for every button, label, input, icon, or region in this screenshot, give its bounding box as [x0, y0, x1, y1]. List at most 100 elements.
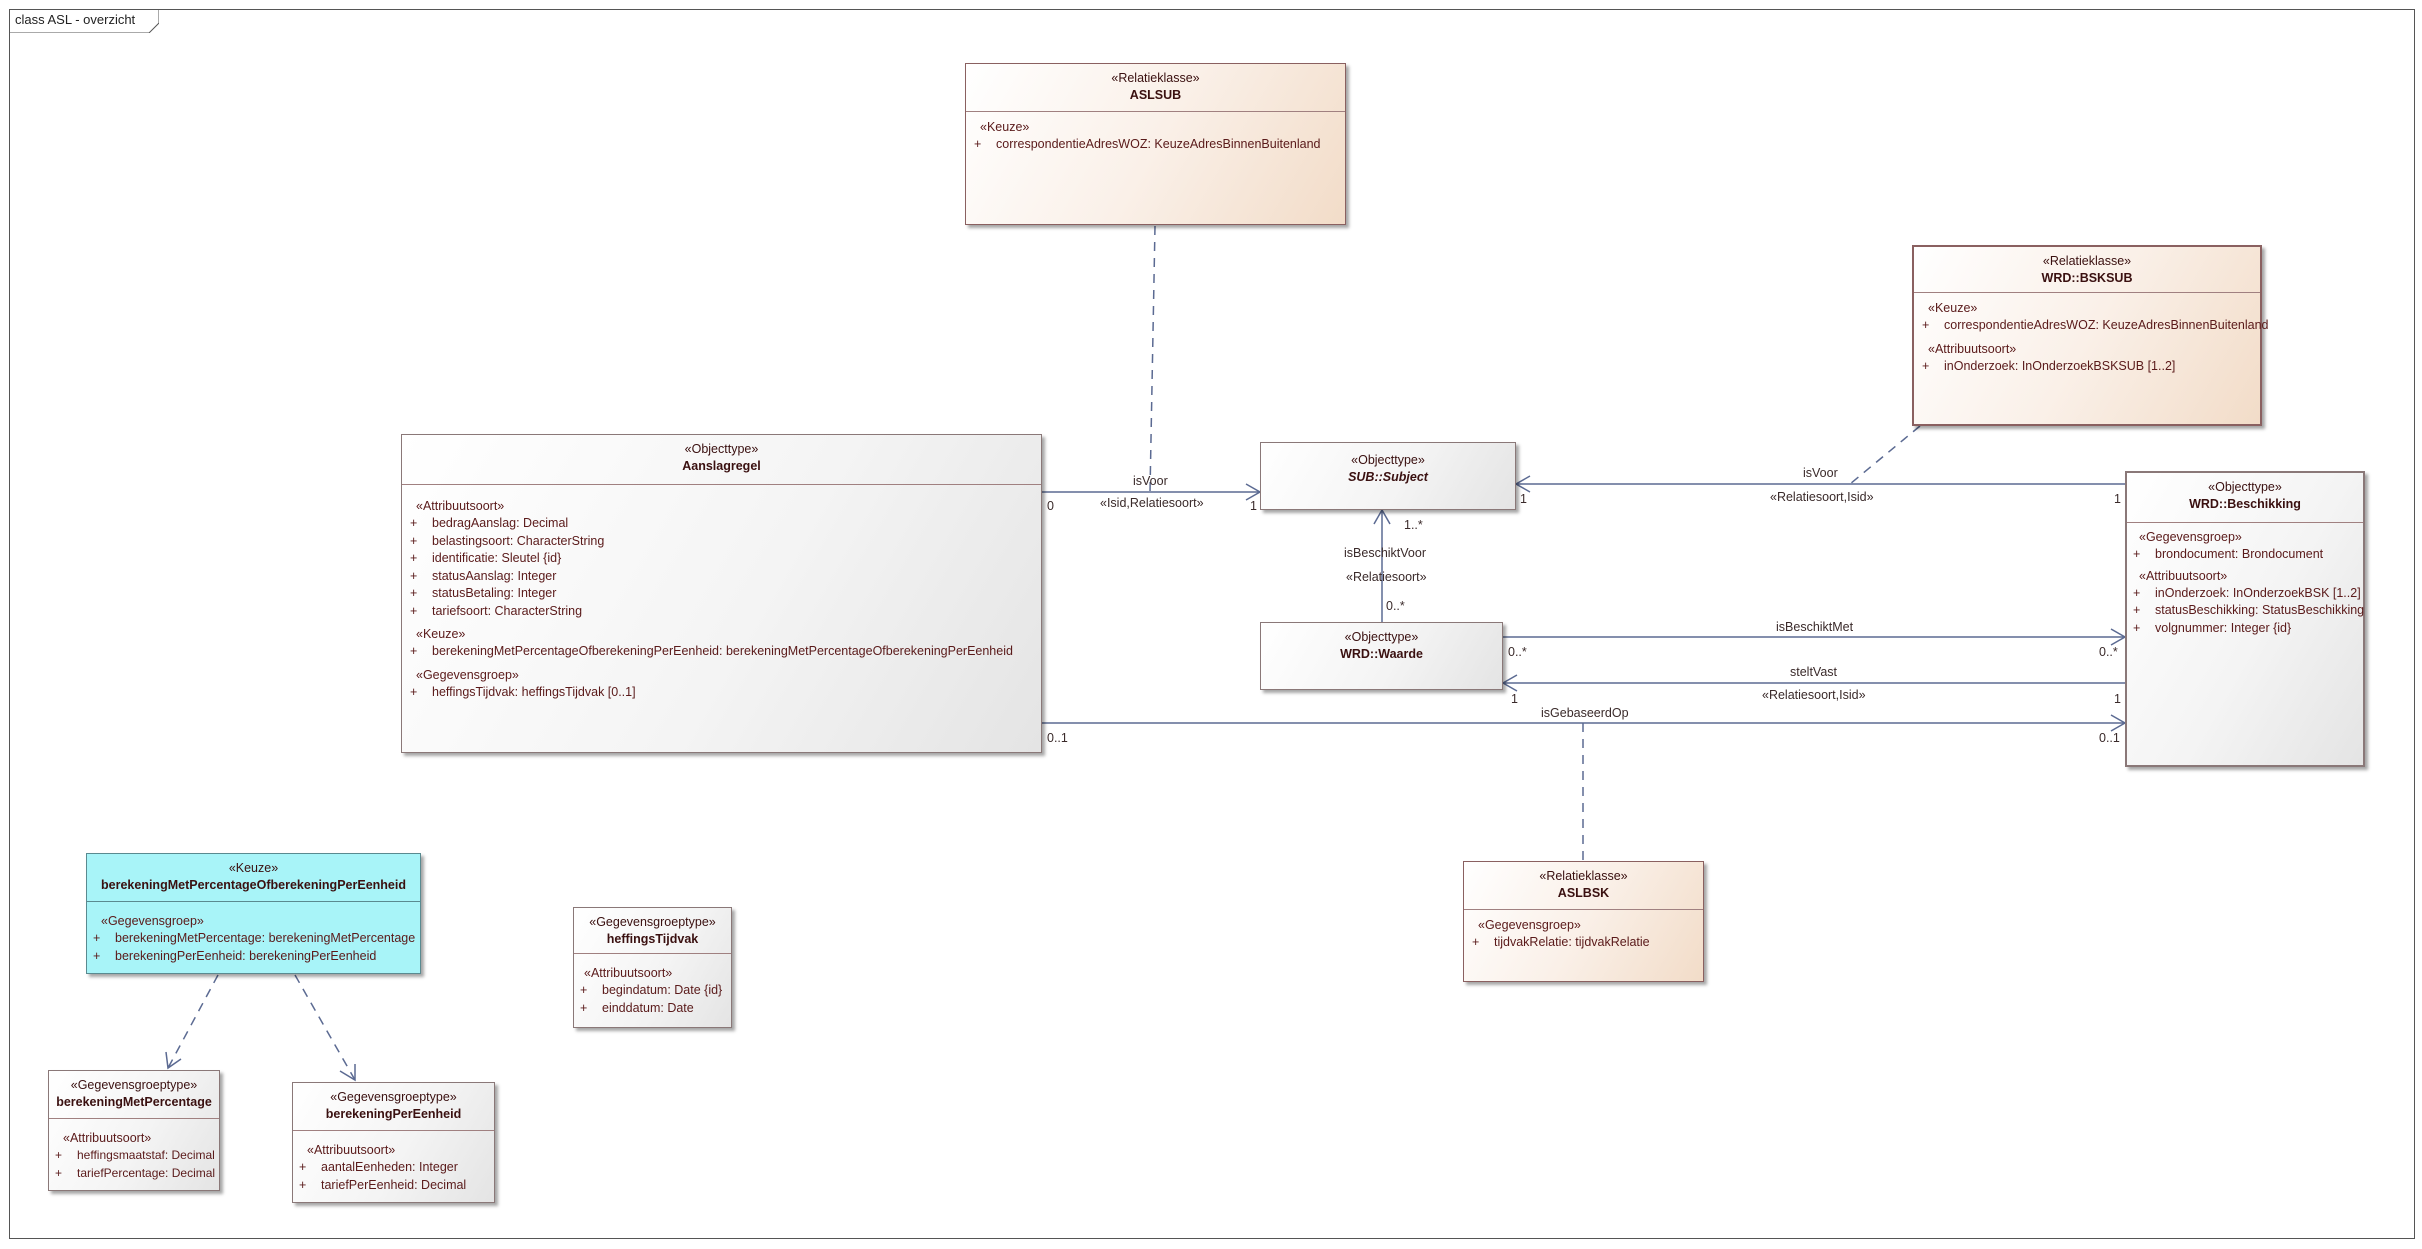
- isvoor-2-target-multiplicity: 1: [1520, 492, 1527, 506]
- class-aanslagregel[interactable]: «Objecttype» Aanslagregel «Attribuutsoor…: [401, 434, 1042, 753]
- class-stereotype: «Objecttype»: [1344, 630, 1419, 644]
- attribute-section: «Attribuutsoort» +inOnderzoek: InOnderzo…: [1914, 341, 2260, 376]
- isbeschiktmet-target-multiplicity: 0..*: [2099, 645, 2118, 659]
- section-stereotype: «Gegevensgroep»: [2139, 530, 2242, 544]
- isvoor-1-stereotype: «Isid,Relatiesoort»: [1100, 496, 1204, 510]
- attribute: +tijdvakRelatie: tijdvakRelatie: [1472, 935, 1650, 949]
- steltvast-label: steltVast: [1790, 665, 1838, 679]
- section-stereotype: «Gegevensgroep»: [1478, 918, 1581, 932]
- class-name: Aanslagregel: [682, 459, 761, 473]
- keuze-bmp-arrow: [165, 1051, 182, 1070]
- keuze-bpe-dependency: [294, 974, 356, 1081]
- isbeschiktvoor-stereotype: «Relatiesoort»: [1346, 570, 1427, 584]
- class-stereotype: «Objecttype»: [2208, 480, 2282, 494]
- class-sub-subject[interactable]: «Objecttype» SUB::Subject: [1260, 442, 1516, 510]
- class-stereotype: «Gegevensgroeptype»: [589, 915, 716, 929]
- bsksub-dashed-link: [1849, 425, 1921, 485]
- section-stereotype: «Attribuutsoort»: [2139, 568, 2228, 583]
- class-stereotype: «Objecttype»: [1351, 453, 1425, 467]
- attribute: +volgnummer: Integer {id}: [2133, 620, 2292, 635]
- isgebaseerdop-label: isGebaseerdOp: [1541, 706, 1629, 720]
- attribute: +inOnderzoek: InOnderzoekBSKSUB [1..2]: [1922, 358, 2176, 373]
- class-stereotype: «Gegevensgroeptype»: [70, 1078, 198, 1092]
- attribute-section: «Gegevensgroep» +brondocument: Brondocum…: [2127, 529, 2363, 564]
- class-aslbsk[interactable]: «Relatieklasse» ASLBSK «Gegevensgroep» +…: [1463, 861, 1704, 982]
- attribute: +tariefPerEenheid: Decimal: [299, 1177, 467, 1192]
- class-header: «Objecttype» WRD::Waarde: [1261, 623, 1502, 689]
- isvoor-2-source-multiplicity: 1: [2114, 492, 2121, 506]
- isbeschiktvoor-target-multiplicity: 1..*: [1404, 518, 1423, 532]
- isbeschiktvoor-arrow: [1373, 508, 1391, 525]
- class-name: heffingsTijdvak: [606, 932, 699, 946]
- class-wrd-beschikking[interactable]: «Objecttype» WRD::Beschikking «Gegevensg…: [2125, 471, 2365, 767]
- attribute-section: «Attribuutsoort» +aantalEenheden: Intege…: [293, 1142, 494, 1194]
- isvoor-2-arrow: [1514, 475, 1531, 493]
- diagram-frame: [9, 9, 2415, 1239]
- attribute-section: «Gegevensgroep» +heffingsTijdvak: heffin…: [402, 667, 1041, 702]
- class-header: «Relatieklasse» WRD::BSKSUB: [1914, 247, 2260, 293]
- section-stereotype: «Keuze»: [980, 120, 1030, 134]
- attribute: +brondocument: Brondocument: [2133, 547, 2324, 561]
- attribute: +heffingsmaatstaf: Decimal: [55, 1148, 215, 1162]
- class-header: «Relatieklasse» ASLBSK: [1464, 862, 1703, 910]
- section-stereotype: «Attribuutsoort»: [416, 499, 505, 513]
- attribute: +correspondentieAdresWOZ: KeuzeAdresBinn…: [974, 137, 1321, 151]
- steltvast-stereotype: «Relatiesoort,Isid»: [1762, 688, 1866, 702]
- isvoor-1-label: isVoor: [1133, 474, 1168, 488]
- section-stereotype: «Attribuutsoort»: [63, 1131, 152, 1145]
- attribute: +inOnderzoek: InOnderzoekBSK [1..2]: [2133, 585, 2361, 600]
- section-stereotype: «Keuze»: [416, 627, 466, 641]
- class-heffingstijdvak[interactable]: «Gegevensgroeptype» heffingsTijdvak «Att…: [573, 907, 732, 1028]
- class-name: WRD::Beschikking: [2189, 497, 2301, 511]
- class-name: WRD::Waarde: [1340, 647, 1423, 661]
- section-stereotype: «Keuze»: [1928, 301, 1978, 315]
- class-name: ASLBSK: [1557, 886, 1610, 900]
- attribute: +statusBeschikking: StatusBeschikking: [2133, 603, 2365, 617]
- diagram-title: class ASL - overzicht: [15, 12, 136, 27]
- isvoor-2-stereotype: «Relatiesoort,Isid»: [1770, 490, 1874, 504]
- attribute: +belastingsoort: CharacterString: [410, 533, 605, 548]
- class-berekeningmetpercentage[interactable]: «Gegevensgroeptype» berekeningMetPercent…: [48, 1070, 220, 1191]
- class-header: «Objecttype» WRD::Beschikking: [2127, 473, 2363, 523]
- attribute-section: «Attribuutsoort» +heffingsmaatstaf: Deci…: [49, 1130, 219, 1182]
- section-stereotype: «Gegevensgroep»: [101, 914, 204, 928]
- class-stereotype: «Objecttype»: [684, 442, 759, 456]
- aslsub-dashed-link: [1149, 225, 1156, 493]
- attribute: +statusBetaling: Integer: [410, 586, 557, 600]
- keuze-bpe-arrow: [339, 1064, 356, 1082]
- attribute-section: «Keuze» +correspondentieAdresWOZ: KeuzeA…: [1914, 300, 2269, 335]
- class-name: WRD::BSKSUB: [2041, 271, 2133, 285]
- class-name: berekeningPerEenheid: [325, 1107, 462, 1121]
- class-name: ASLSUB: [1129, 88, 1182, 102]
- attribute: +statusAanslag: Integer: [410, 568, 557, 583]
- isbeschiktvoor-label: isBeschiktVoor: [1344, 546, 1426, 560]
- class-header: «Objecttype» SUB::Subject: [1261, 443, 1515, 509]
- attribute: +berekeningPerEenheid: berekeningPerEenh…: [93, 948, 377, 963]
- attribute: +einddatum: Date: [580, 1000, 694, 1015]
- steltvast-arrow: [1501, 674, 1518, 692]
- class-wrd-waarde[interactable]: «Objecttype» WRD::Waarde: [1260, 622, 1503, 690]
- isbeschiktmet-label: isBeschiktMet: [1776, 620, 1854, 634]
- class-berekeningpereenheid[interactable]: «Gegevensgroeptype» berekeningPerEenheid…: [292, 1082, 495, 1203]
- attribute-section: «Attribuutsoort» +bedragAanslag: Decimal…: [402, 498, 1041, 620]
- section-stereotype: «Attribuutsoort»: [307, 1143, 396, 1157]
- class-name: SUB::Subject: [1348, 470, 1428, 484]
- steltvast-target-multiplicity: 1: [2114, 692, 2121, 706]
- attribute: +heffingsTijdvak: heffingsTijdvak [0..1]: [410, 684, 636, 699]
- attribute-section: «Keuze» +berekeningMetPercentageOfbereke…: [402, 626, 1041, 661]
- class-keuze-berekening[interactable]: «Keuze» berekeningMetPercentageOfbereken…: [86, 853, 421, 974]
- attribute: +correspondentieAdresWOZ: KeuzeAdresBinn…: [1922, 318, 2269, 332]
- isvoor-2-label: isVoor: [1803, 466, 1838, 480]
- attribute-section: «Attribuutsoort» +inOnderzoek: InOnderzo…: [2127, 568, 2365, 638]
- keuze-bmp-dependency: [167, 974, 219, 1069]
- class-aslsub[interactable]: «Relatieklasse» ASLSUB «Keuze» +correspo…: [965, 63, 1346, 225]
- attribute-section: «Keuze» +correspondentieAdresWOZ: KeuzeA…: [966, 119, 1345, 154]
- isvoor-1-source-multiplicity: 0: [1047, 499, 1054, 513]
- isvoor-1-target-multiplicity: 1: [1250, 499, 1257, 513]
- class-wrd-bsksub[interactable]: «Relatieklasse» WRD::BSKSUB «Keuze» +cor…: [1912, 245, 2269, 426]
- attribute-section: «Attribuutsoort» +begindatum: Date {id} …: [574, 965, 731, 1017]
- class-name: berekeningMetPercentage: [56, 1095, 212, 1109]
- class-stereotype: «Gegevensgroeptype»: [330, 1090, 457, 1104]
- attribute: +aantalEenheden: Integer: [299, 1160, 458, 1174]
- frame-tab: [9, 9, 159, 33]
